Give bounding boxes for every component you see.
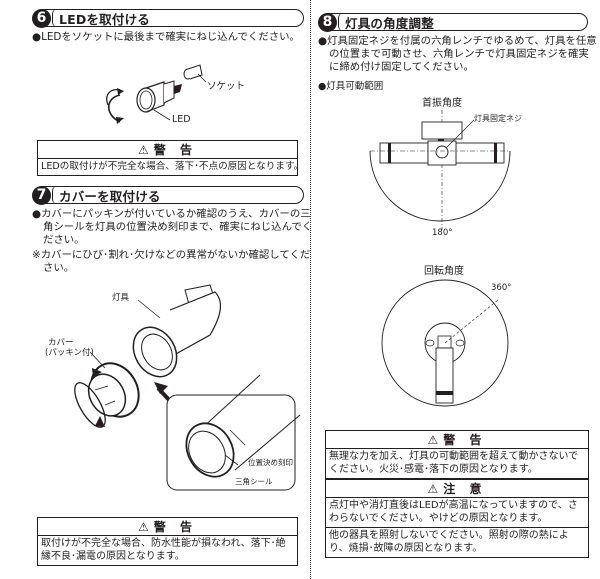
range-heading: ●灯具可動範囲: [318, 81, 384, 92]
step-header-frame: [328, 13, 588, 31]
step-6-header: 6 LEDを取付ける: [32, 8, 304, 28]
fixture-label: 灯具: [112, 293, 130, 303]
warning-header: ⚠ 警 告: [38, 141, 297, 159]
step-title: カバーを取付ける: [59, 188, 161, 204]
step-6-instruction: ●LEDをソケットに最後まで確実にねじ込んでください。: [32, 31, 300, 43]
step-7-instruction-2: ※カバーにひび･割れ･欠けなどの異常がないか確認してください。: [32, 249, 311, 274]
caution-title: 注 意: [443, 482, 487, 496]
column-divider: [310, 0, 311, 579]
warning-body: 無理な力を加え、灯具の可動範囲を超えて動かさないでください。火災･感電･落下の原…: [329, 451, 579, 475]
rotation-angle-value: 360°: [491, 283, 512, 293]
caution-header: ⚠ 注 意: [326, 480, 588, 498]
triangle-seal-label: 三角シール: [235, 477, 273, 486]
tilt-angle-value: 180°: [432, 228, 453, 238]
warning-triangle-icon: ⚠: [427, 481, 439, 496]
caution-item-2: 他の器具を照射しないでください。照射の際の熱により、焼損･故障の原因となります。: [326, 527, 588, 557]
step-header-frame: [42, 186, 304, 204]
warning-title: 警 告: [153, 143, 197, 157]
step-number-badge: 6: [32, 8, 51, 28]
rotation-angle-diagram: [381, 279, 509, 407]
step-number-badge: 7: [32, 185, 51, 205]
warning-triangle-icon: ⚠: [427, 432, 439, 447]
step-number-badge: 8: [318, 12, 337, 32]
warning-triangle-icon: ⚠: [138, 142, 149, 157]
warning-header: ⚠ 警 告: [38, 518, 297, 536]
step-header-frame: [42, 9, 304, 27]
fixing-screw-label: 灯具固定ネジ: [474, 114, 522, 123]
step-7-instruction-1: ●カバーにパッキンが付いているか確認のうえ、カバーの三角シールを灯具の位置決め刻…: [32, 208, 313, 246]
step-title: 灯具の角度調整: [345, 15, 434, 31]
step-7-header: 7 カバーを取付ける: [32, 185, 304, 205]
cover-label: カバー: [48, 338, 74, 348]
warning-body: LEDの取付けが不完全な場合、落下･不点の原因となります。: [41, 161, 304, 172]
step-8-instruction: ●灯具固定ネジを付属の六角レンチでゆるめて、灯具を任意の位置まで可動させ、六角レ…: [318, 35, 597, 73]
position-mark-label: 位置決め刻印: [248, 458, 293, 467]
tilt-angle-title: 首振角度: [422, 98, 462, 109]
led-socket-illustration: [106, 64, 207, 124]
cover-install-illustration: [74, 284, 301, 491]
tilt-angle-diagram: [369, 110, 511, 230]
step-title: LEDを取付ける: [59, 11, 150, 27]
warning-body: 取付けが不完全な場合、防水性能が損なわれ、落下･絶縁不良･漏電の原因となります。: [41, 538, 286, 562]
step-8-warning-box: ⚠ 警 告 無理な力を加え、灯具の可動範囲を超えて動かさないでください。火災･感…: [325, 430, 589, 479]
step-8-header: 8 灯具の角度調整: [318, 12, 588, 32]
led-label: LED: [172, 114, 191, 125]
packing-label: (パッキン付): [45, 348, 94, 358]
step-6-warning-box: ⚠ 警 告 LEDの取付けが不完全な場合、落下･不点の原因となります。: [37, 140, 304, 176]
step-7-warning-box: ⚠ 警 告 取付けが不完全な場合、防水性能が損なわれ、落下･絶縁不良･漏電の原因…: [37, 517, 298, 566]
rotation-angle-title: 回転角度: [424, 266, 464, 277]
socket-label: ソケット: [207, 81, 246, 92]
step-8-caution-box: ⚠ 注 意 点灯中や消灯直後はLEDが高温になっていますので、さわらないでくださ…: [325, 479, 589, 558]
caution-item-1: 点灯中や消灯直後はLEDが高温になっていますので、さわらないでください。やけどの…: [329, 500, 578, 524]
warning-title: 警 告: [153, 520, 197, 534]
warning-header: ⚠ 警 告: [326, 431, 588, 449]
warning-title: 警 告: [443, 433, 487, 447]
warning-triangle-icon: ⚠: [138, 519, 149, 534]
